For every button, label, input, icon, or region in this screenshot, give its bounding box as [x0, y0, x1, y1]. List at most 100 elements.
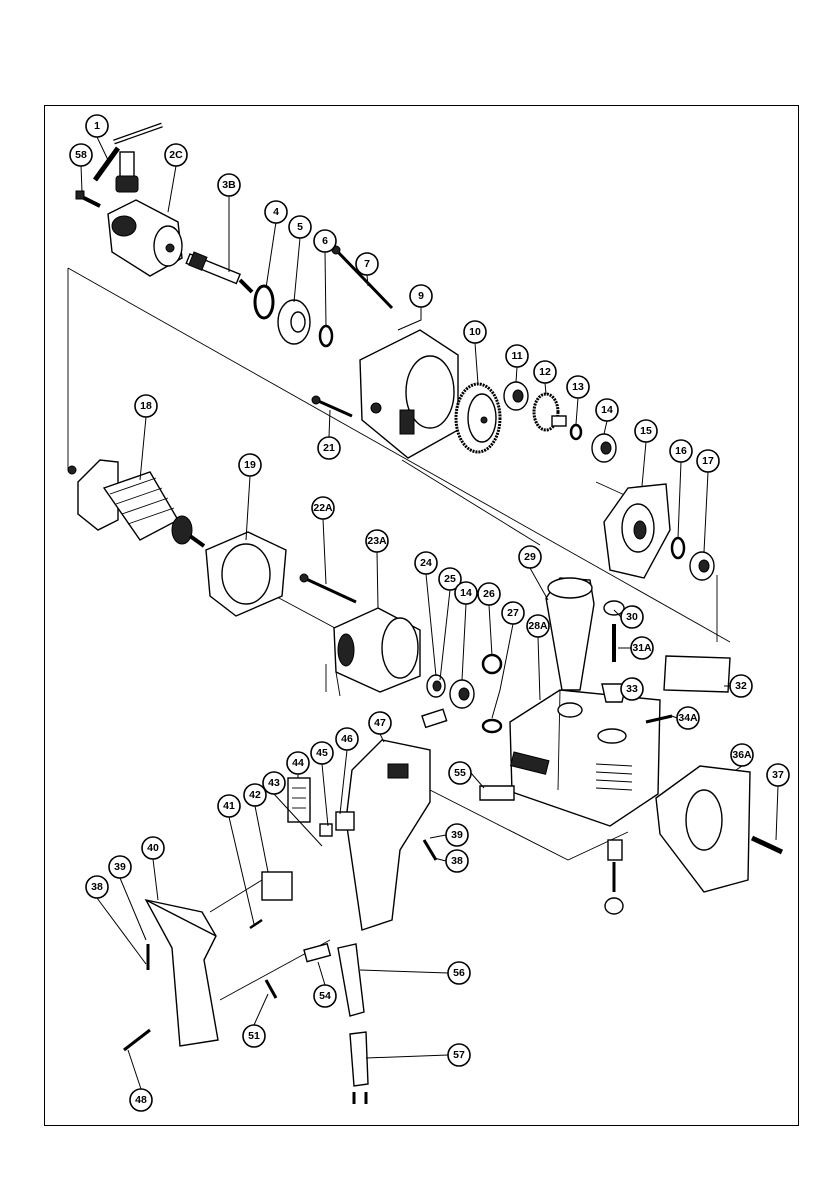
- housing-28a-drawing: [510, 690, 660, 826]
- handle-cover-47-drawing: [346, 740, 430, 930]
- washer-16-drawing: [672, 538, 684, 558]
- callout-label: 24: [420, 557, 432, 569]
- rear-handle-40-drawing: [146, 900, 218, 1046]
- callout-label: 44: [292, 757, 304, 769]
- callout-34a: 34A: [677, 707, 699, 729]
- stator-23a-drawing: [326, 608, 420, 696]
- screw-22a-drawing: [300, 574, 356, 602]
- callout-label: 40: [147, 842, 159, 854]
- callout-label: 48: [135, 1094, 147, 1106]
- callout-39b: 39: [446, 824, 468, 846]
- gear-10-drawing: [456, 384, 500, 452]
- callout-label: 36A: [732, 749, 752, 761]
- callout-label: 14: [460, 587, 472, 599]
- callout-45: 45: [311, 742, 333, 764]
- callout-label: 41: [223, 800, 235, 812]
- callout-label: 32: [735, 680, 747, 692]
- callout-label: 13: [572, 381, 584, 393]
- bearing-24-drawing: [427, 675, 445, 697]
- bearing-14a-drawing: [592, 434, 616, 462]
- callout-26: 26: [478, 583, 500, 605]
- callout-label: 42: [249, 789, 261, 801]
- callout-label: 47: [374, 717, 386, 729]
- spindle-drawing: [186, 252, 252, 292]
- callout-label: 29: [524, 551, 536, 563]
- callout-label: 6: [322, 235, 328, 247]
- callout-label: 54: [319, 990, 331, 1002]
- callout-55: 55: [449, 762, 471, 784]
- callout-label: 1: [94, 120, 100, 132]
- callout-label: 9: [418, 290, 424, 302]
- callout-label: 33: [626, 683, 638, 695]
- callout-label: 28A: [528, 620, 548, 632]
- callout-5: 5: [289, 216, 311, 238]
- callout-label: 11: [511, 350, 522, 362]
- callout-46: 46: [336, 728, 358, 750]
- callout-label: 38: [451, 855, 463, 867]
- callout-label: 39: [114, 861, 126, 873]
- callout-17: 17: [697, 450, 719, 472]
- chuck-key-drawing: [95, 125, 162, 192]
- callout-label: 15: [640, 425, 652, 437]
- callout-18: 18: [135, 395, 157, 417]
- callout-24: 24: [415, 552, 437, 574]
- callout-44: 44: [287, 752, 309, 774]
- callout-41: 41: [218, 795, 240, 817]
- callout-label: 22A: [313, 502, 333, 514]
- callout-label: 39: [451, 829, 463, 841]
- callout-57: 57: [448, 1044, 470, 1066]
- retaining-ring-drawing: [255, 286, 273, 318]
- callout-10: 10: [464, 321, 486, 343]
- callout-21: 21: [318, 437, 340, 459]
- bearing-17-drawing: [690, 552, 714, 580]
- callout-label: 12: [539, 366, 551, 378]
- callout-15: 15: [635, 420, 657, 442]
- callout-11: 11: [506, 345, 528, 367]
- callout-label: 16: [675, 445, 687, 457]
- callout-39a: 39: [109, 856, 131, 878]
- callout-1: 1: [86, 115, 108, 137]
- washer-6-drawing: [320, 326, 332, 346]
- callout-label: 38: [91, 881, 103, 893]
- callout-label: 45: [316, 747, 328, 759]
- callout-12: 12: [534, 361, 556, 383]
- callout-label: 31A: [632, 642, 652, 654]
- callout-9: 9: [410, 285, 432, 307]
- callout-32: 32: [730, 675, 752, 697]
- callout-label: 10: [469, 326, 481, 338]
- fan-guide-19-drawing: [206, 532, 286, 616]
- callout-label: 34A: [678, 712, 698, 724]
- armature-18-drawing: [68, 460, 204, 546]
- callout-label: 27: [507, 607, 519, 619]
- callout-47: 47: [369, 712, 391, 734]
- handle-36a-drawing: [656, 766, 782, 892]
- callout-31a: 31A: [631, 637, 653, 659]
- callout-16: 16: [670, 440, 692, 462]
- callout-label: 3B: [222, 179, 236, 191]
- callout-14b: 14: [455, 582, 477, 604]
- callout-37: 37: [767, 764, 789, 786]
- callout-43: 43: [263, 772, 285, 794]
- rubber-ring-26-drawing: [483, 655, 501, 673]
- callout-13: 13: [567, 376, 589, 398]
- screw-21-drawing: [312, 396, 352, 416]
- callout-48: 48: [130, 1089, 152, 1111]
- callout-label: 43: [268, 777, 280, 789]
- callout-56: 56: [448, 962, 470, 984]
- callout-label: 51: [248, 1030, 260, 1042]
- callout-22a: 22A: [312, 497, 334, 519]
- callout-40: 40: [142, 837, 164, 859]
- callout-label: 18: [140, 400, 152, 412]
- callout-label: 30: [626, 611, 638, 623]
- callout-label: 7: [364, 258, 370, 270]
- callout-4: 4: [265, 201, 287, 223]
- inner-cover-15-drawing: [604, 484, 670, 578]
- callout-label: 5: [297, 221, 303, 233]
- callout-3b: 3B: [218, 174, 240, 196]
- callout-54: 54: [314, 985, 336, 1007]
- callout-33: 33: [621, 678, 643, 700]
- callout-label: 14: [601, 404, 613, 416]
- callout-label: 21: [323, 442, 335, 454]
- callout-42: 42: [244, 784, 266, 806]
